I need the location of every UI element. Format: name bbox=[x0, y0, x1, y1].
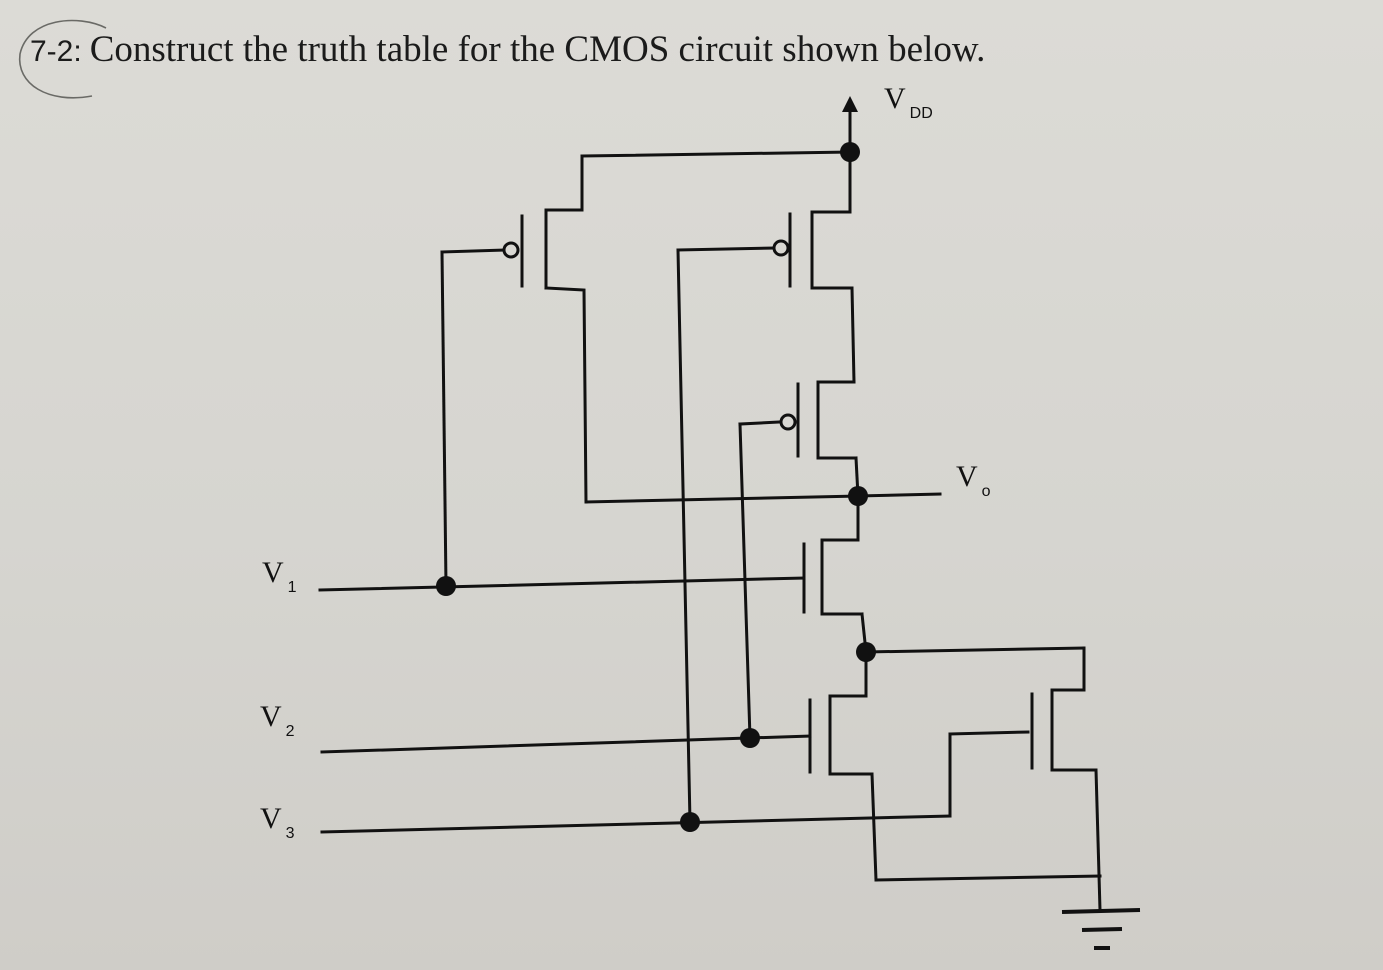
pmos-gate-bubbles bbox=[502, 239, 797, 431]
problem-text: Construct the truth table for the CMOS c… bbox=[89, 29, 986, 70]
problem-circle-mark bbox=[18, 19, 107, 99]
vdd-arrow-icon bbox=[842, 96, 858, 112]
junction-dots bbox=[436, 142, 876, 832]
problem-number: 7-2: bbox=[30, 35, 82, 68]
ground-icon bbox=[1061, 908, 1141, 950]
circuit-wires bbox=[318, 108, 1102, 912]
problem-statement: 7-2:Construct the truth table for the CM… bbox=[30, 28, 985, 71]
